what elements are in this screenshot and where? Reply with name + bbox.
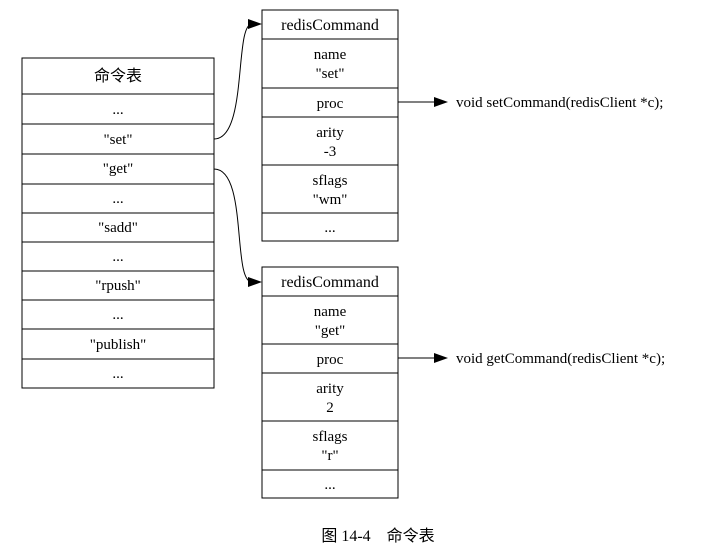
table-row-label: "get" — [103, 161, 134, 177]
table-row-label: "set" — [104, 132, 133, 148]
table-row-sadd — [21, 212, 215, 243]
struct-title-cell — [261, 9, 399, 40]
field-label: name — [314, 304, 347, 320]
command-table-title-cell — [21, 57, 215, 95]
struct-field-sflags — [261, 164, 399, 214]
field-label: proc — [317, 96, 344, 112]
figure-caption: 图 14-4 命令表 — [321, 527, 434, 545]
table-row-label: "publish" — [90, 337, 146, 353]
table-row-label: ... — [112, 102, 123, 118]
get-pointer-arrowhead — [248, 277, 262, 287]
field-value: "set" — [316, 66, 345, 82]
command-table: 命令表 ... "set" "get" ... "sadd" ... "rpus… — [21, 57, 215, 389]
field-label: name — [314, 47, 347, 63]
set-pointer-edge — [213, 23, 253, 140]
table-row — [21, 93, 215, 125]
table-row-set — [21, 123, 215, 155]
struct-field-sflags — [261, 420, 399, 471]
set-proc-target: void setCommand(redisClient *c); — [456, 95, 663, 111]
struct-field-more — [261, 212, 399, 242]
field-label: proc — [317, 352, 344, 368]
field-label: ... — [324, 220, 335, 236]
set-proc-arrowhead — [434, 97, 448, 107]
field-value: -3 — [324, 144, 337, 160]
table-row-label: "sadd" — [98, 220, 138, 236]
field-label: sflags — [313, 429, 348, 445]
struct-field-arity — [261, 116, 399, 166]
get-command-struct: redisCommand name "get" proc arity 2 sfl… — [261, 266, 399, 499]
struct-field-name — [261, 295, 399, 345]
struct-title-cell — [261, 266, 399, 297]
table-row-publish — [21, 328, 215, 360]
set-command-struct: redisCommand name "set" proc arity -3 sf… — [261, 9, 399, 242]
command-table-title: 命令表 — [94, 67, 142, 85]
set-pointer-arrowhead — [248, 19, 262, 29]
field-label: sflags — [313, 173, 348, 189]
struct-field-more — [261, 469, 399, 499]
get-pointer-edge — [213, 168, 253, 283]
table-row-label: ... — [112, 249, 123, 265]
field-label: arity — [316, 381, 344, 397]
field-value: 2 — [326, 400, 334, 416]
table-row-label: ... — [112, 307, 123, 323]
field-label: ... — [324, 477, 335, 493]
field-value: "r" — [321, 448, 338, 464]
struct-field-proc — [261, 343, 399, 374]
struct-title: redisCommand — [281, 274, 379, 291]
get-proc-target: void getCommand(redisClient *c); — [456, 351, 665, 367]
field-value: "get" — [315, 323, 346, 339]
field-value: "wm" — [313, 192, 348, 208]
struct-title: redisCommand — [281, 17, 379, 34]
field-label: arity — [316, 125, 344, 141]
table-row-label: "rpush" — [95, 278, 141, 294]
table-row-label: ... — [112, 191, 123, 207]
table-row-rpush — [21, 270, 215, 301]
struct-field-proc — [261, 87, 399, 118]
struct-field-arity — [261, 372, 399, 422]
get-proc-arrowhead — [434, 353, 448, 363]
table-row — [21, 358, 215, 389]
table-row-label: ... — [112, 366, 123, 382]
